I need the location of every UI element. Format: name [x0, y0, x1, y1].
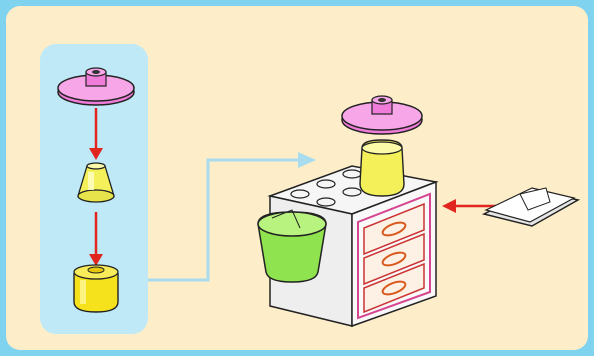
transparent-cone-icon: [78, 163, 114, 202]
flower-plate-icon: [58, 68, 134, 105]
green-cup-icon: [258, 210, 326, 282]
round-brick-icon: [74, 265, 118, 312]
assembly-arrow-icon: [89, 212, 103, 266]
sticker-sheet-icon: [484, 188, 578, 226]
assembly-arrow-icon: [89, 108, 103, 160]
